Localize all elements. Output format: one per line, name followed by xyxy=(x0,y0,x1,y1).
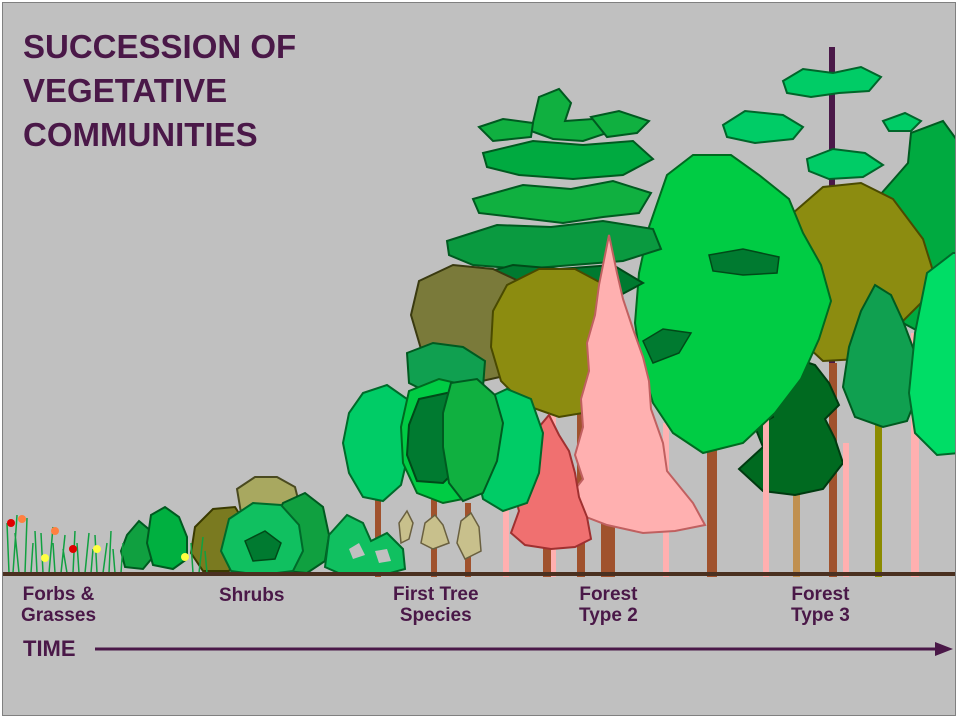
first-tree-trunk-a xyxy=(375,493,381,577)
flower-yellow xyxy=(93,545,101,553)
tall-pine-lower-trunk xyxy=(843,443,849,577)
diagram-title: SUCCESSION OF VEGETATIVE COMMUNITIES xyxy=(23,28,297,153)
flower-orange xyxy=(18,515,26,523)
layered-pine-tip-left xyxy=(477,117,535,143)
forbs-and-grasses xyxy=(6,514,208,574)
shrub-inner-patch xyxy=(244,530,282,562)
forest-type-3-trees xyxy=(721,47,955,577)
big-green-trunk xyxy=(707,443,717,577)
tall-pine-foliage-mid xyxy=(805,147,885,181)
stage-label-forbs: Forbs & Grasses xyxy=(21,584,97,626)
time-arrow xyxy=(95,642,953,656)
flower-orange xyxy=(51,527,59,535)
layered-pine-tier-3 xyxy=(445,219,663,271)
big-green-shadow-2 xyxy=(642,328,693,364)
narrow-tree-trunk xyxy=(875,403,882,577)
first-tree-trunk-c xyxy=(503,503,509,577)
stage-label-shrubs: Shrubs xyxy=(219,585,285,606)
salmon-spruce-trunk xyxy=(543,533,551,577)
forest-type-2-trees xyxy=(409,87,833,577)
first-tree-species-trees xyxy=(341,341,545,577)
narrow-tree-canopy xyxy=(841,283,921,429)
big-green-canopy xyxy=(633,154,833,455)
thin-trunk-b xyxy=(763,403,769,577)
ground-line xyxy=(3,572,955,576)
flower-yellow xyxy=(181,553,189,561)
sapling-b xyxy=(420,513,450,550)
first-tree-canopy-f xyxy=(442,377,505,503)
tall-pine-foliage-right xyxy=(881,111,923,132)
big-green-shadow-1 xyxy=(708,248,780,276)
flower-yellow xyxy=(41,554,49,562)
succession-scene xyxy=(3,47,955,656)
sapling-c xyxy=(456,511,482,561)
stage-label-forest-2: Forest Type 2 xyxy=(579,584,638,626)
first-tree-canopy-a xyxy=(341,383,415,503)
arrowhead-icon xyxy=(935,642,953,656)
flower-red xyxy=(7,519,15,527)
shrub-light-low-holes xyxy=(349,543,391,563)
sapling-a xyxy=(398,509,414,545)
shrubs xyxy=(119,476,407,577)
stage-label-first-tree: First Tree Species xyxy=(393,584,479,626)
tall-pine-foliage-left xyxy=(721,109,805,145)
pink-spruce-canopy xyxy=(567,234,707,535)
layered-pine-tier-1 xyxy=(481,139,655,181)
stage-label-forest-3: Forest Type 3 xyxy=(791,584,850,626)
dark-spruce-trunk xyxy=(793,483,800,577)
bright-right-canopy xyxy=(907,252,955,457)
right-tree-trunk xyxy=(911,333,919,577)
flower-red xyxy=(69,545,77,553)
layered-pine-tip-right xyxy=(589,109,651,139)
shrub-small-left-b xyxy=(145,505,188,571)
tall-pine-foliage-top xyxy=(781,65,883,99)
time-label: TIME xyxy=(23,636,76,661)
forb-flowers xyxy=(7,515,189,562)
layered-pine-tier-2 xyxy=(471,179,653,225)
shrub-light-low xyxy=(323,513,407,576)
